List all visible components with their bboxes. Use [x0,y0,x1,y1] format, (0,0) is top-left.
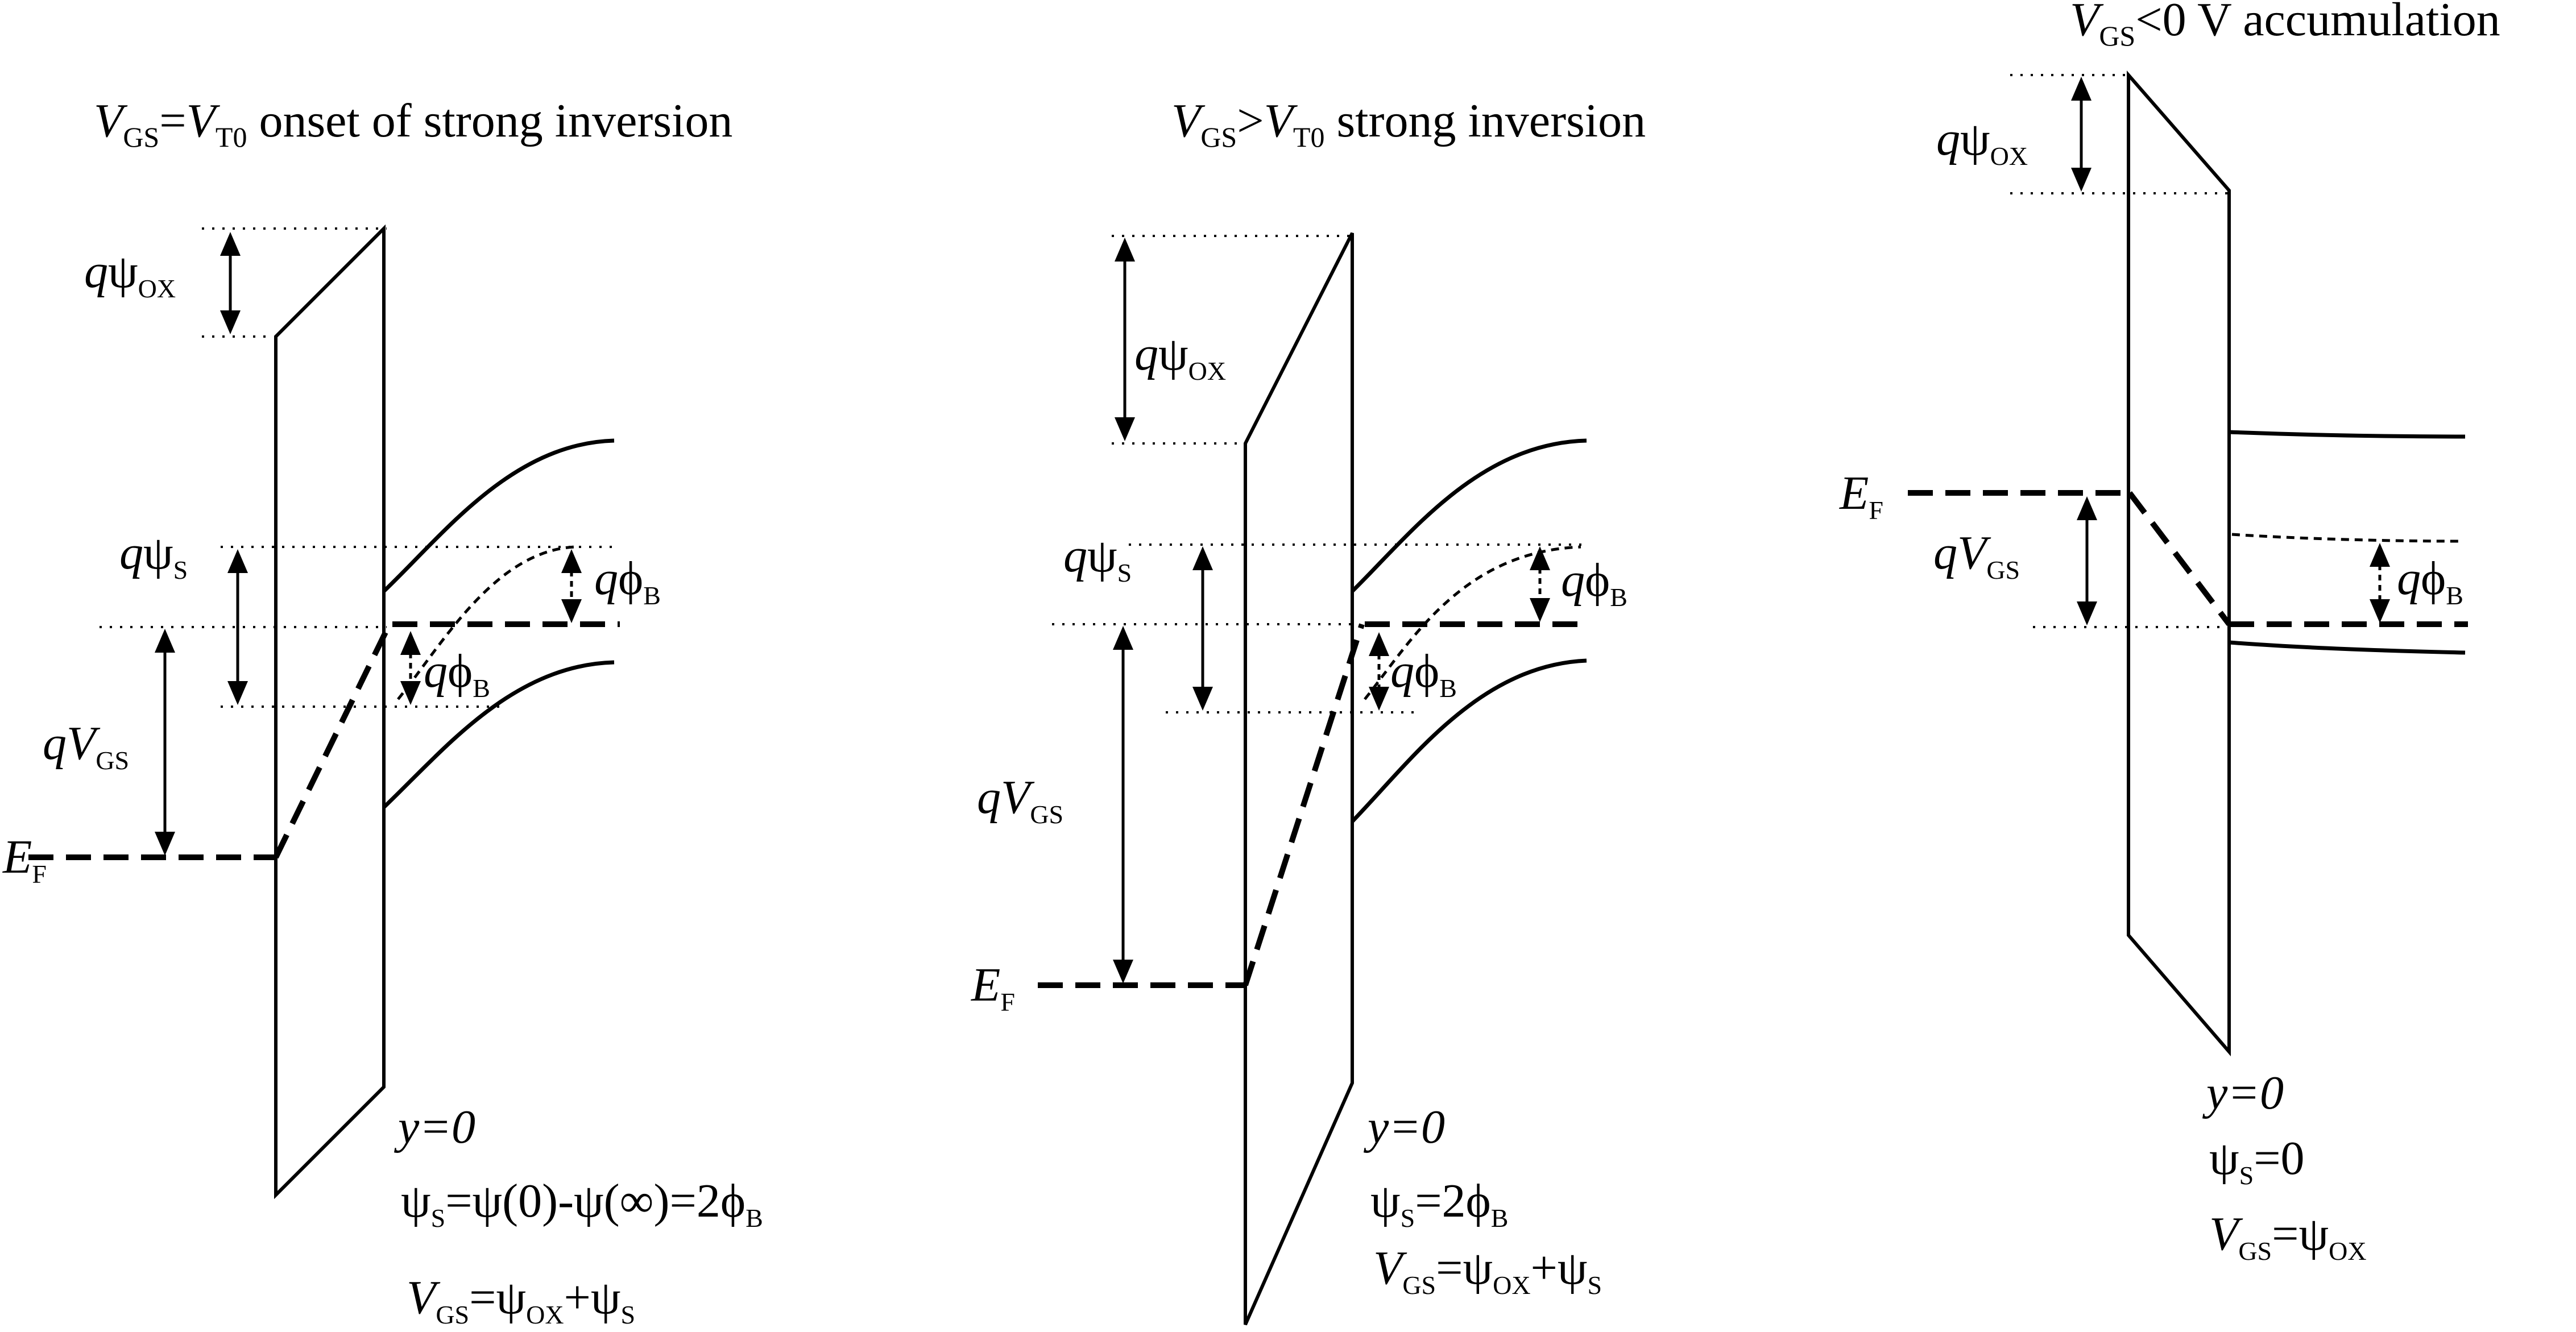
oxide-potential-drop [1243,623,1365,986]
arrow-head [2071,77,2092,101]
arrow-head [1192,546,1213,570]
arrow-head [1113,626,1133,650]
panel1-eq1: ψS=ψ(0)-ψ(∞)=2ϕB [401,1175,763,1233]
q-phi-b-label-lower: qϕB [1390,645,1457,703]
q-vgs-arrow [1113,626,1133,984]
panel1-y0: y=0 [394,1101,475,1153]
arrow-head [1369,687,1389,711]
oxide-layer [274,224,386,1200]
valence-band [1351,658,1587,823]
q-psi-ox-arrow [220,232,241,334]
q-phi-b-arrow-lower [400,631,421,705]
arrow-head [561,599,582,623]
conduction-band [1351,438,1587,593]
oxide-potential-drop [273,623,392,859]
arrow-head [2077,496,2097,520]
q-psi-ox-arrow [2071,77,2092,192]
intrinsic-level [1364,545,1581,700]
ef-label: EF [2,831,47,889]
panel1-eq2: VGS=ψOX+ψS [407,1271,635,1329]
q-psi-ox-label: qψOX [1134,327,1226,385]
panel2-y0: y=0 [1363,1101,1445,1153]
q-vgs-label: qVGS [1933,526,2020,584]
q-phi-b-arrow-upper [1530,546,1550,622]
q-phi-b-arrow-lower [1369,632,1389,711]
q-psi-s-label: qψS [119,526,188,584]
arrow-head [1192,687,1213,711]
q-vgs-label: qVGS [43,717,129,775]
q-psi-s-arrow [227,549,248,705]
oxide-potential-drop [2127,491,2231,626]
ef-label: EF [971,958,1015,1016]
arrow-head [1530,598,1550,622]
q-psi-ox-arrow [1115,238,1135,441]
arrow-head [227,681,248,705]
q-vgs-label: qVGS [977,771,1063,829]
arrow-head [227,549,248,573]
arrow-head [155,832,175,856]
panel3-eq2: VGS=ψOX [2209,1207,2367,1265]
arrow-head [220,310,241,334]
arrow-head [1113,960,1133,984]
oxide-layer [1244,232,1354,1326]
q-phi-b-label-lower: qϕB [424,645,490,703]
oxide-layer [2127,70,2231,1057]
panel3-title: VGS<0 V accumulation [2070,0,2500,52]
arrow-head [155,629,175,653]
intrinsic-level [2231,533,2463,543]
q-psi-s-label: qψS [1063,529,1132,587]
panel2-title: VGS>VT0 strong inversion [1171,94,1646,153]
q-phi-b-label-upper: qϕB [594,552,661,610]
arrow-head [220,232,241,256]
arrow-head [2370,599,2390,623]
panel3-y0: y=0 [2202,1067,2284,1119]
arrow-head [1369,632,1389,656]
arrows-panel3 [2071,77,2390,625]
q-phi-b-label: qϕB [2397,552,2463,610]
panel-accumulation: VGS<0 V accumulation qψOX qVGS EF qϕB y=… [1839,0,2500,1265]
arrow-head [2370,543,2390,567]
intrinsic-level [397,545,575,700]
panel2-eq1: ψS=2ϕB [1370,1175,1508,1233]
q-psi-ox-label: qψOX [84,245,176,303]
q-vgs-arrow [2077,496,2097,625]
q-psi-ox-label: qψOX [1936,113,2028,171]
panel3-eq1: ψS=0 [2209,1132,2305,1190]
panel-onset-strong-inversion: VGS=VT0 onset of strong inversion qψOX q… [2,94,763,1329]
arrow-head [400,681,421,705]
arrow-head [1530,546,1550,570]
ef-label: EF [1839,467,1883,525]
arrow-head [561,549,582,573]
valence-band [2229,640,2466,655]
conduction-band [2229,430,2466,439]
panel-strong-inversion: VGS>VT0 strong inversion qψOX qψS qVGS E… [971,94,1646,1326]
conduction-band [382,438,615,593]
arrow-head [2071,168,2092,192]
panel2-eq2: VGS=ψOX+ψS [1373,1242,1602,1300]
arrow-head [400,631,421,655]
arrow-head [2077,601,2097,625]
q-phi-b-arrow [2370,543,2390,623]
valence-band [382,660,615,809]
q-phi-b-arrow-upper [561,549,582,623]
q-phi-b-label-upper: qϕB [1561,554,1627,612]
q-psi-s-arrow [1192,546,1213,711]
arrow-head [1115,238,1135,262]
panel1-title: VGS=VT0 onset of strong inversion [94,94,732,153]
arrows-panel2 [1113,238,1550,984]
q-vgs-arrow [155,629,175,856]
arrow-head [1115,417,1135,441]
arrows-panel1 [155,232,582,856]
